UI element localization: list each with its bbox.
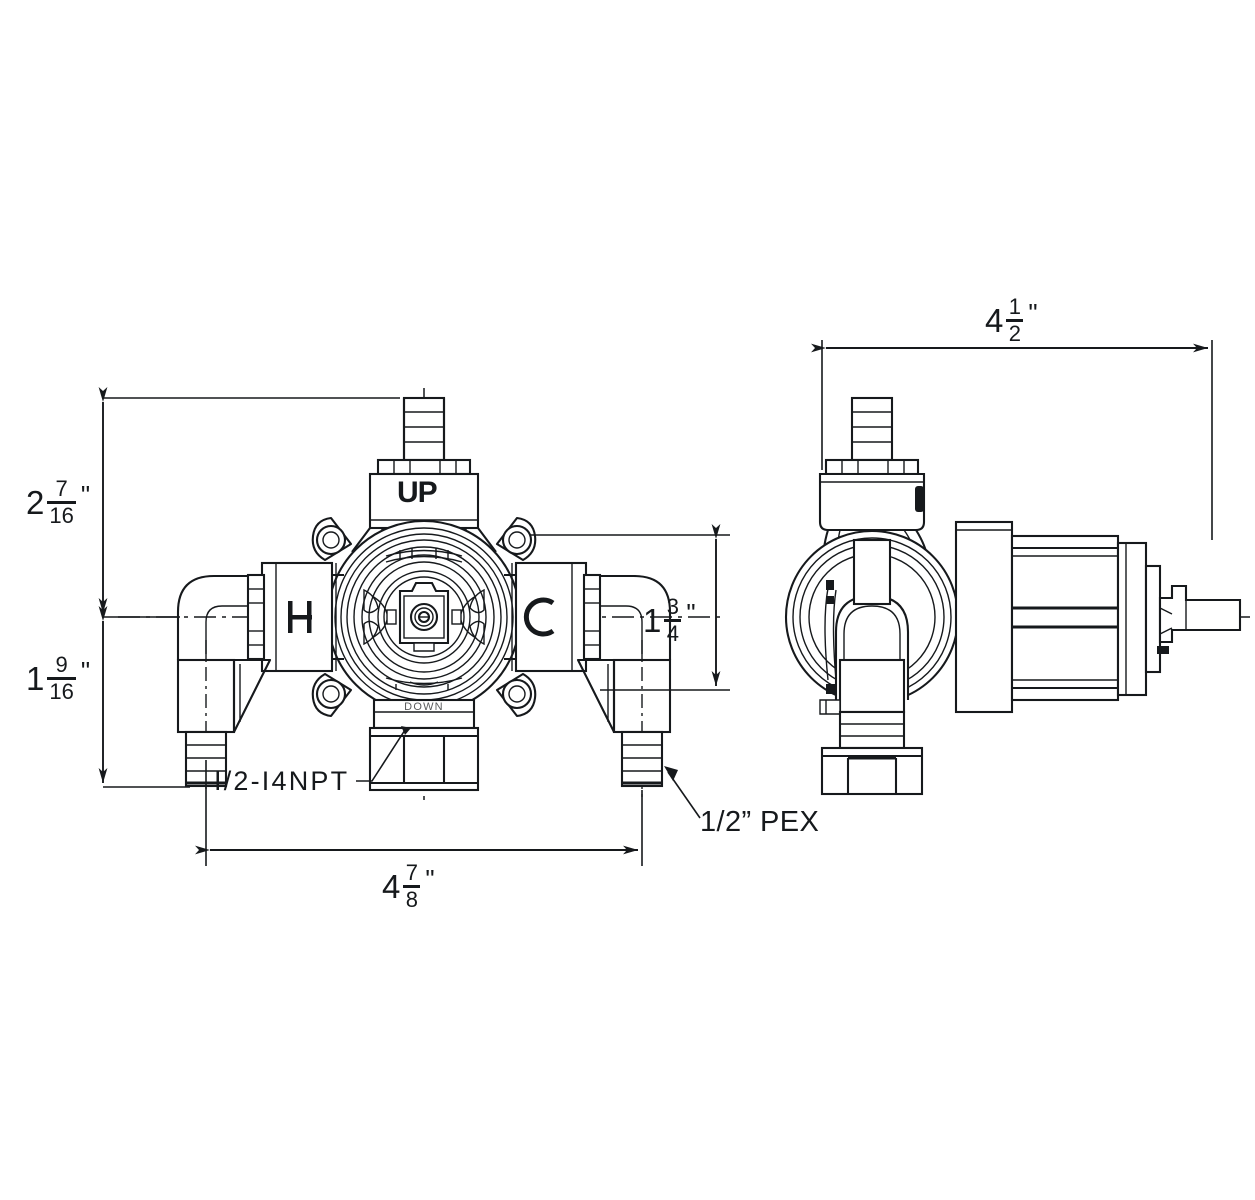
- dim-whole: 1: [643, 602, 662, 640]
- dim-numerator: 7: [405, 860, 418, 885]
- dim-numerator: 7: [55, 476, 68, 501]
- fraction-bar: [47, 677, 76, 680]
- dim-label-height-lower: 1 9 16 ": [26, 652, 91, 704]
- dim-unit: ": [425, 863, 435, 894]
- hot-inlet-block: [246, 561, 344, 673]
- dim-whole: 2: [26, 484, 45, 522]
- dim-fraction: 7 16: [47, 476, 76, 528]
- dim-numerator: 9: [55, 652, 68, 677]
- cold-inlet-block: [504, 561, 602, 673]
- cartridge-internal-detail: [363, 548, 485, 690]
- dim-label-outlet-drop: 1 3 4 ": [643, 594, 696, 646]
- up-body-block: [351, 472, 497, 553]
- fraction-bar: [403, 885, 421, 888]
- dim-fraction: 3 4: [664, 594, 682, 646]
- dim-whole: 4: [985, 302, 1004, 340]
- dim-denominator: 8: [405, 886, 418, 912]
- dim-unit: ": [686, 597, 696, 628]
- bottom-npt-hex-nut: DOWN: [356, 698, 480, 792]
- dim-whole: 4: [382, 868, 401, 906]
- dim-fraction: 7 8: [403, 860, 421, 912]
- pex-callout-leader: [664, 766, 701, 819]
- dim-unit: ": [1028, 297, 1038, 328]
- dim-whole: 1: [26, 660, 45, 698]
- mounting-flange-ears: [311, 516, 537, 718]
- top-pex-barb: [376, 396, 472, 476]
- dim-label-overall-width: 4 7 8 ": [382, 860, 435, 912]
- right-elbow-pex: [576, 574, 672, 800]
- dim-fraction: 9 16: [47, 652, 76, 704]
- side-cartridge-barrel: [954, 520, 1242, 714]
- dim-denominator: 16: [49, 678, 74, 704]
- dim-label-overall-depth: 4 1 2 ": [985, 294, 1038, 346]
- side-top-pex-barb: [824, 396, 920, 476]
- fraction-bar: [664, 619, 682, 622]
- dim-label-height-upper: 2 7 16 ": [26, 476, 91, 528]
- side-valve-body: [784, 529, 960, 715]
- fraction-bar: [47, 501, 76, 504]
- npt-thread-callout: I/2-I4NPT: [214, 766, 350, 796]
- side-view-group: [784, 340, 1250, 796]
- dim-unit: ": [80, 655, 91, 686]
- dim-denominator: 4: [666, 620, 679, 646]
- dim-numerator: 3: [666, 594, 679, 619]
- cold-inlet-marking-glyph: [523, 597, 555, 637]
- dim-fraction: 1 2: [1006, 294, 1024, 346]
- fraction-bar: [1006, 319, 1024, 322]
- down-marking-text: DOWN: [404, 701, 444, 713]
- dim-denominator: 16: [49, 502, 74, 528]
- side-bottom-fitting: [820, 710, 924, 796]
- pex-connection-callout: 1/2” PEX: [700, 806, 820, 838]
- dim-denominator: 2: [1008, 320, 1021, 346]
- dim-numerator: 1: [1008, 294, 1021, 319]
- hot-inlet-marking-glyph: [288, 601, 312, 633]
- front-view-group: DOWN: [98, 387, 730, 866]
- dim-unit: ": [80, 479, 91, 510]
- up-marking: UP: [397, 476, 438, 509]
